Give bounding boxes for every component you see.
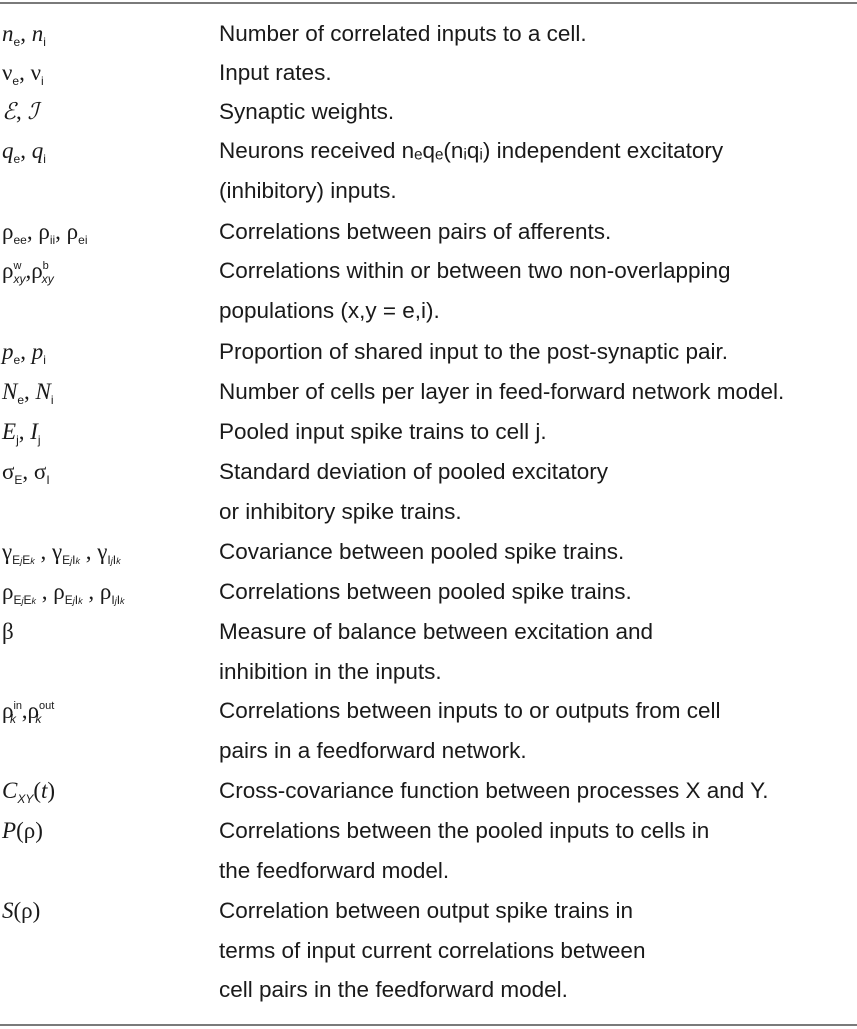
description-cell: Correlations between the pooled inputs t… [219,818,710,883]
table-bottom-rule [0,1024,857,1026]
symbol-cell: Ne, Ni [2,379,54,407]
symbol-cell: P(ρ) [2,818,43,843]
description-cell: Standard deviation of pooled excitatory … [219,459,609,524]
symbol-cell: Ej, Ij [2,419,41,447]
symbol-cell: CXY(t) [2,778,56,806]
symbol-cell: pe, pi [2,339,46,367]
symbol-cell: ρwxy,ρbxy [2,258,54,286]
description-cell: Synaptic weights. [219,99,395,124]
symbol-cell: ℰ, ℐ [2,99,39,125]
symbol-cell: ne, ni [2,21,46,49]
description-cell: Covariance between pooled spike trains. [219,539,625,564]
description-cell: Correlations between inputs to or output… [219,698,721,763]
symbol-cell: ρEjEk , ρEjIk , ρIjIk [2,579,125,607]
description-cell: Correlation between output spike trains … [219,898,646,1002]
symbol-cell: qe, qi [2,138,46,166]
symbol-cell: σE, σI [2,459,50,487]
description-cell: Pooled input spike trains to cell j. [219,419,547,444]
description-cell: Measure of balance between excitation an… [219,619,654,684]
symbol-cell: νe, νi [2,60,44,88]
description-cell: Proportion of shared input to the post-s… [219,339,729,364]
table-top-rule [0,2,857,4]
symbol-cell: β [2,619,14,644]
description-cell: Correlations within or between two non-o… [219,258,731,323]
description-cell: Cross-covariance function between proces… [219,778,769,803]
symbol-cell: ρink ,ρoutk [2,698,55,726]
description-cell: Correlations between pooled spike trains… [219,579,632,604]
description-cell: Number of correlated inputs to a cell. [219,21,587,46]
symbol-cell: S(ρ) [2,898,41,923]
symbol-cell: ρee, ρii, ρei [2,219,88,247]
symbol-cell: γEjEk , γEjIk , γIjIk [2,539,121,567]
description-cell: Correlations between pairs of afferents. [219,219,612,244]
description-cell: Neurons received nₑqₑ(nᵢqᵢ) independent … [219,138,724,203]
description-cell: Input rates. [219,60,332,85]
description-cell: Number of cells per layer in feed-forwar… [219,379,785,404]
